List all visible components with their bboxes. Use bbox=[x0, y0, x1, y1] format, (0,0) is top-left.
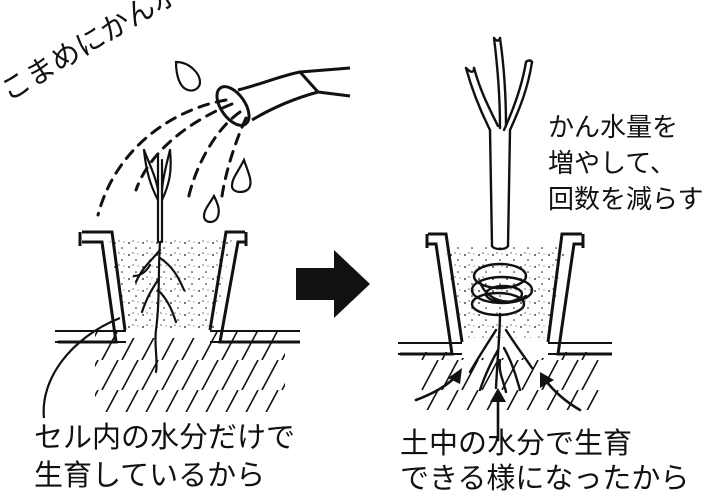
advice-line-2: 増やして、 bbox=[548, 149, 676, 179]
right-caption-line-1: 土中の水分で生育 bbox=[400, 426, 633, 460]
right-arrow-icon bbox=[296, 250, 370, 318]
left-caption-line-2: 生育しているから bbox=[34, 458, 266, 492]
left-seedling bbox=[132, 148, 186, 374]
root-arrowheads bbox=[448, 368, 554, 402]
water-drops bbox=[174, 60, 252, 224]
right-caption-line-2: できる様になったから bbox=[400, 461, 690, 495]
left-caption-line-1: セル内の水分だけで bbox=[34, 420, 296, 454]
left-pointer-line bbox=[42, 316, 121, 419]
advice-line-3: 回数を減らす bbox=[548, 185, 704, 215]
left-cell-tray bbox=[55, 230, 300, 412]
right-cell-tray bbox=[398, 232, 612, 410]
water-streams bbox=[96, 98, 248, 217]
right-seedling bbox=[464, 36, 534, 394]
advice-line-1: かん水量を bbox=[548, 113, 679, 143]
watering-can-icon bbox=[215, 66, 351, 127]
